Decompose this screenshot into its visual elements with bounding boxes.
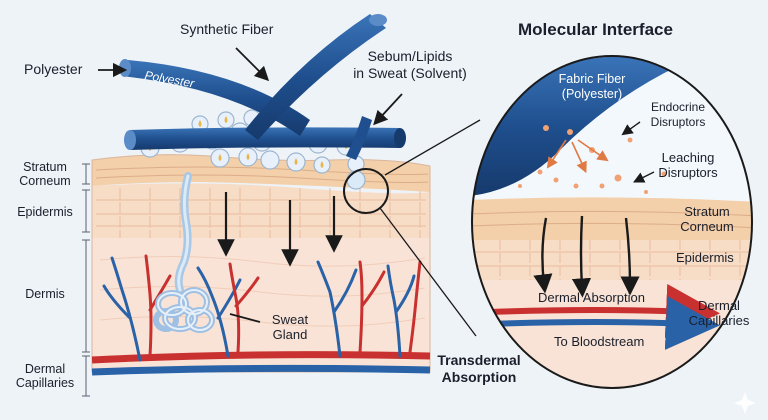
polyester-label: Polyester [24, 61, 83, 77]
endocrine-line1: Endocrine [650, 100, 706, 114]
endocrine-line2: Disruptors [650, 115, 706, 129]
inset-epidermis-label: Epidermis [676, 250, 734, 265]
inset-capillaries-line1: Dermal [698, 298, 740, 313]
synthetic-fiber-label: Synthetic Fiber [180, 21, 274, 37]
dermal-absorption-label: Dermal Absorption [538, 290, 645, 305]
label-pointers [98, 47, 403, 323]
zoom-indicator [343, 119, 481, 337]
polyester-fibers [119, 14, 406, 160]
dermal-capillaries-line1: Dermal [24, 362, 66, 376]
sweat-gland-label-line1: Sweat [271, 312, 309, 327]
sparkle-icon [734, 392, 756, 414]
absorption-arrows [217, 192, 343, 267]
capillary-band [91, 351, 431, 376]
fabric-fiber-label: Fabric Fiber (Polyester) [542, 72, 642, 102]
epidermis-layer [92, 183, 430, 238]
leaching-disruptors-label: Leaching Disruptors [646, 150, 730, 180]
layer-brackets [82, 163, 90, 397]
inset-stratum-line1: Stratum [684, 204, 730, 219]
stratum-corneum-label: Stratum Corneum [8, 160, 82, 188]
endocrine-disruptors-label: Endocrine Disruptors [636, 100, 720, 130]
inset-capillaries-line2: Capillaries [688, 313, 750, 328]
leaching-line2: Disruptors [658, 165, 718, 180]
sebum-label-line1: Sebum/Lipids [367, 48, 453, 64]
epidermis-label: Epidermis [17, 205, 73, 219]
inset-stratum-corneum-label: Stratum Corneum [672, 204, 742, 234]
inset-title: Molecular Interface [518, 20, 673, 39]
sweat-gland-label: Sweat Gland [258, 312, 322, 342]
leaching-line1: Leaching [661, 150, 715, 165]
fabric-fiber-line1: Fabric Fiber [558, 72, 626, 86]
transdermal-label-line2: Absorption [441, 369, 517, 385]
blood-vessels [102, 254, 422, 362]
dermal-capillaries-line2: Capillaries [15, 376, 75, 390]
sebum-droplets [140, 109, 366, 190]
sebum-label-line2: in Sweat (Solvent) [353, 65, 467, 81]
transdermal-absorption-label: Transdermal Absorption [424, 352, 534, 386]
stratum-corneum-line1: Stratum [23, 160, 67, 174]
stratum-corneum-line2: Corneum [19, 174, 71, 188]
dermal-capillaries-label: Dermal Capillaries [8, 362, 82, 390]
transdermal-label-line1: Transdermal [437, 352, 521, 368]
fabric-fiber-line2: (Polyester) [561, 87, 623, 101]
inset-stratum-line2: Corneum [680, 219, 734, 234]
sweat-gland-label-line2: Gland [272, 327, 308, 342]
dermis-label: Dermis [25, 287, 65, 301]
inset-dermal-capillaries-label: Dermal Capillaries [684, 298, 754, 328]
sweat-gland [153, 172, 215, 333]
to-bloodstream-label: To Bloodstream [554, 334, 645, 349]
sebum-label: Sebum/Lipids in Sweat (Solvent) [350, 48, 470, 82]
